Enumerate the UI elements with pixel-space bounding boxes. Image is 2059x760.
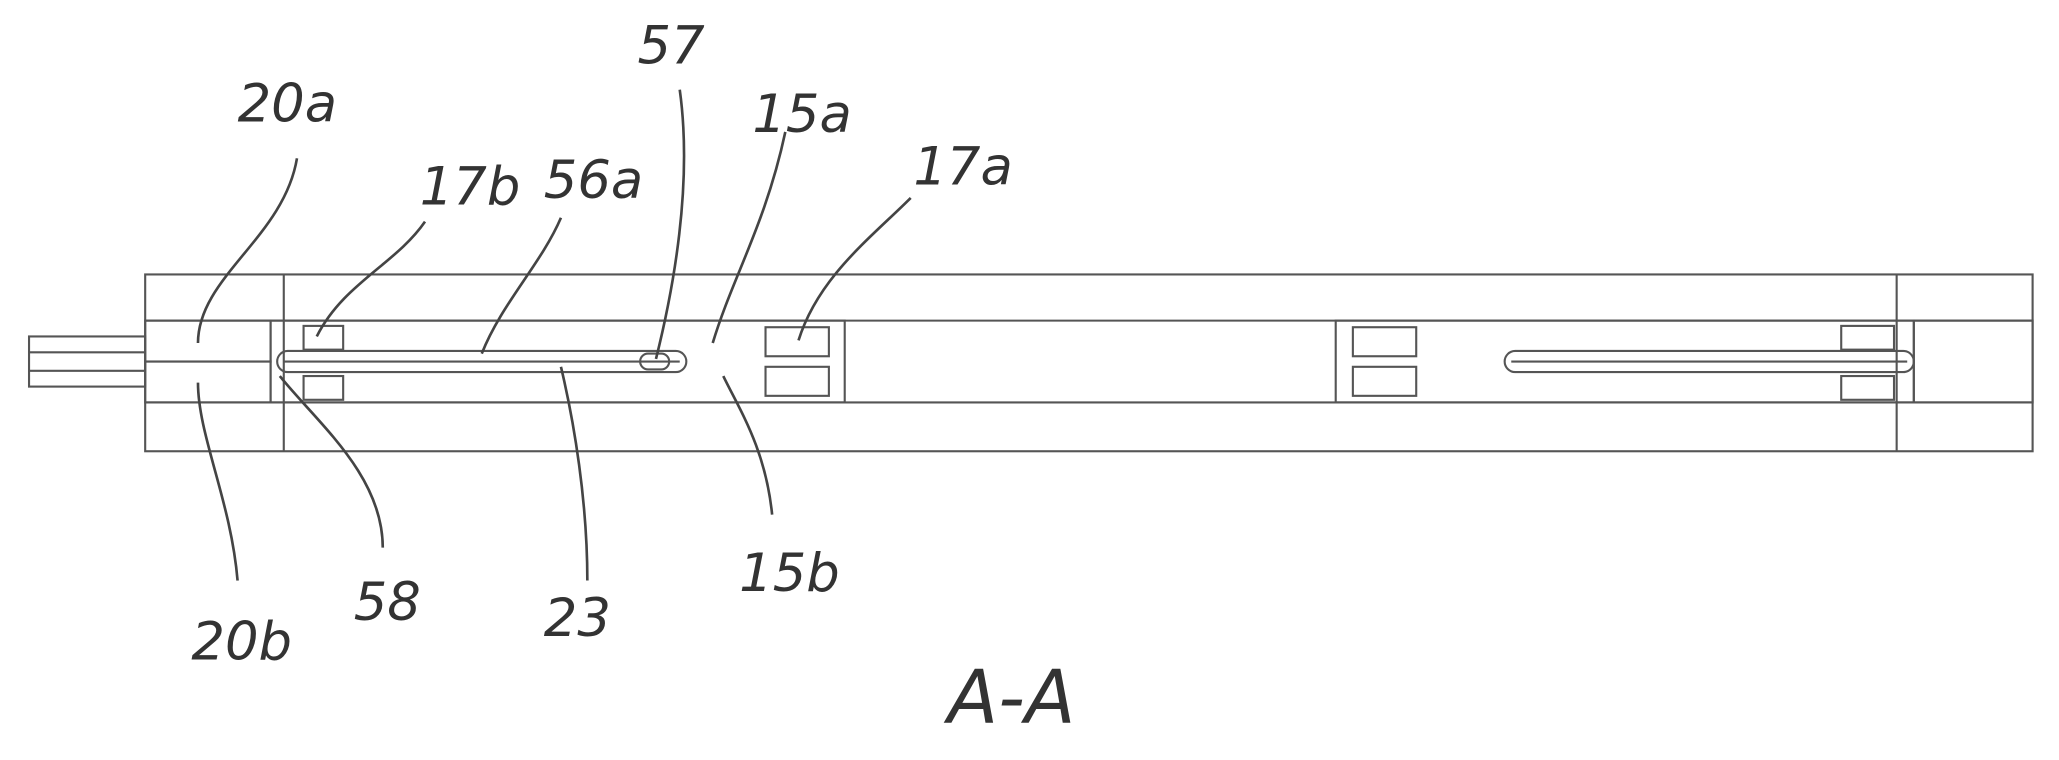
leader-23: [559, 366, 589, 581]
label-23: 23: [544, 588, 611, 649]
leader-17a: [797, 196, 912, 341]
magnet-17a-top: [764, 326, 830, 358]
leader-56a: [480, 217, 563, 355]
magnet-right-top: [1351, 326, 1418, 358]
label-15b: 15b: [739, 543, 840, 604]
label-58: 58: [354, 572, 421, 633]
leader-57: [654, 89, 686, 360]
housing: [144, 273, 2034, 453]
magnet-right-end-bottom: [1840, 374, 1896, 401]
label-15a: 15a: [752, 84, 852, 145]
magnet-17b-top: [302, 324, 345, 351]
end-block-right: [1912, 319, 2034, 404]
end-block-20a: [144, 319, 272, 363]
pin-57: [639, 352, 671, 371]
label-20b: 20b: [191, 612, 292, 673]
leader-15b: [722, 375, 774, 515]
label-17b: 17b: [420, 157, 521, 218]
leader-20a: [196, 158, 299, 344]
leader-58: [278, 375, 385, 548]
leader-17b: [315, 220, 427, 338]
section-title: A-A: [944, 655, 1076, 741]
magnet-17a-bottom: [764, 365, 830, 397]
label-57: 57: [637, 15, 705, 76]
magnet-right-end-top: [1840, 324, 1896, 351]
leader-15a: [711, 131, 787, 344]
slot-right: [1503, 349, 1915, 374]
label-20a: 20a: [238, 73, 338, 134]
end-block-20b: [144, 360, 272, 404]
shaft: [27, 335, 147, 388]
leader-20b: [196, 382, 239, 581]
magnet-17b-bottom: [302, 374, 345, 401]
label-17a: 17a: [913, 137, 1013, 198]
label-56a: 56a: [544, 150, 644, 211]
magnet-right-bottom: [1351, 365, 1418, 397]
